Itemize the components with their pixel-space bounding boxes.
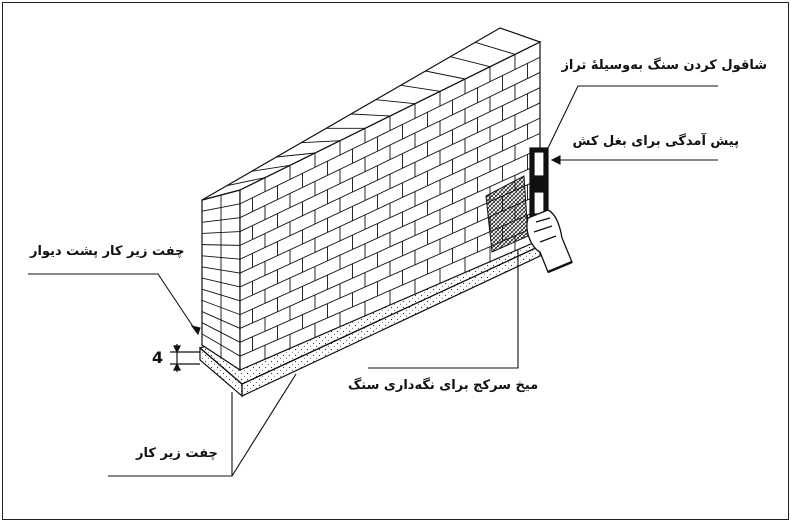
top-brick-joint bbox=[226, 177, 266, 187]
label-plumb: شاقول کردن سنگ به‌وسیلهٔ تراز bbox=[561, 58, 767, 73]
leader-pin bbox=[368, 250, 519, 369]
leader-plumb bbox=[547, 85, 718, 149]
top-brick-joint bbox=[425, 70, 466, 80]
brick-wall-illustration bbox=[198, 27, 542, 398]
top-brick-joint bbox=[350, 113, 391, 117]
dimension-arrow-icon bbox=[170, 344, 200, 372]
top-brick-joint bbox=[400, 84, 441, 92]
top-brick-joint bbox=[375, 99, 416, 105]
leader-lines bbox=[28, 85, 718, 477]
label-offset: پیش آمدگی برای بغل کش bbox=[572, 134, 740, 149]
leader-base-joint-2 bbox=[231, 373, 297, 477]
top-brick-joint bbox=[251, 164, 291, 172]
top-brick-joint bbox=[475, 41, 516, 55]
label-pin: میخ سرکج برای نگه‌داری سنگ bbox=[348, 378, 539, 393]
top-brick-joint bbox=[276, 152, 316, 158]
spirit-level-icon bbox=[529, 147, 549, 219]
label-dimension: 4 bbox=[152, 348, 164, 367]
leader-back-joint bbox=[28, 273, 199, 335]
top-brick-joint bbox=[301, 140, 341, 144]
leader-base-joint-1 bbox=[108, 392, 233, 477]
top-brick-joint bbox=[450, 56, 491, 68]
label-back-joint: چفت زیر کار پشت دیوار bbox=[30, 244, 185, 259]
label-base-joint: چفت زیر کار bbox=[136, 446, 218, 461]
hand-icon bbox=[526, 209, 573, 274]
base-slab-side bbox=[241, 245, 541, 397]
